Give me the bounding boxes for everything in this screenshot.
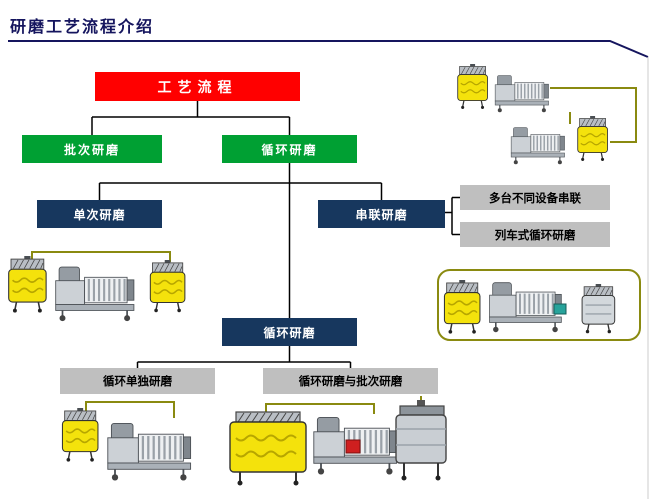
yellow-tank-icon (577, 115, 609, 162)
flow-box-train-circulation: 列车式循环研磨 (460, 222, 610, 247)
flow-box-batch-grinding: 批次研磨 (22, 135, 162, 163)
flow-box-series-grinding: 串联研磨 (318, 200, 445, 228)
pipe-line (31, 251, 171, 262)
flow-box-multi-equipment-series: 多台不同设备串联 (460, 185, 610, 210)
bead-mill-icon (488, 281, 563, 334)
bead-mill-icon (106, 422, 192, 482)
flow-box-circulation-and-batch: 循环研磨与批次研磨 (263, 368, 438, 394)
pipe-loop (437, 269, 641, 341)
equipment-train-series-illustration (457, 63, 637, 166)
flow-box-single-pass: 单次研磨 (37, 200, 162, 228)
bead-mill-icon (494, 74, 550, 114)
yellow-tank-icon (61, 407, 99, 463)
pipe-line (85, 401, 175, 418)
yellow-tank-icon (7, 255, 47, 314)
page-title: 研磨工艺流程介绍 (10, 17, 155, 36)
title-underline (8, 40, 649, 58)
yellow-tank-icon (443, 279, 481, 335)
equipment-circulation-batch-illustration (229, 396, 447, 486)
mill-red-panel (345, 439, 361, 454)
equipment-circulation-loop-illustration (437, 269, 641, 341)
flow-box-process-root: 工艺流程 (95, 72, 300, 101)
flow-box-circulation-single: 循环单独研磨 (60, 368, 215, 394)
equipment-single-pass-illustration (7, 251, 186, 323)
gray-tank-icon (581, 283, 616, 334)
bead-mill-icon (312, 416, 398, 476)
pipe-line (265, 396, 422, 443)
bead-mill-icon (510, 126, 566, 166)
gray-tank-icon (395, 400, 447, 481)
bead-mill-icon (54, 266, 135, 323)
flow-box-circulation-grinding: 循环研磨 (222, 135, 357, 163)
flow-box-circulation-sub: 循环研磨 (222, 318, 357, 346)
pipe-line (550, 87, 637, 143)
mill-teal-panel (553, 303, 567, 315)
yellow-tank-icon (457, 63, 489, 110)
equipment-circulation-single-illustration (61, 401, 192, 482)
wide-yellow-tank-icon (229, 411, 307, 486)
yellow-tank-icon (149, 259, 186, 313)
